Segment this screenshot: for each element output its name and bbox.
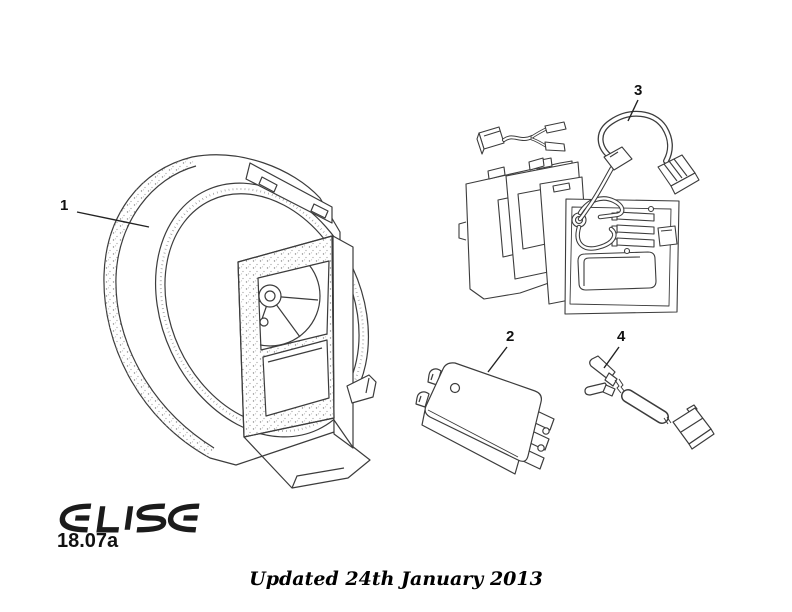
control-module-illustration	[415, 362, 555, 475]
callout-label-1: 1	[60, 197, 69, 214]
elise-logo	[59, 503, 200, 533]
heater-control-assembly-illustration	[458, 110, 700, 315]
section-code: 18.07a	[57, 530, 119, 552]
callout-label-3: 3	[634, 82, 643, 99]
callout-label-2: 2	[506, 328, 515, 345]
callout-label-4: 4	[617, 328, 626, 345]
blower-assembly-illustration	[103, 154, 377, 489]
callout-leader-lines	[76, 99, 639, 373]
updated-date: Updated 24th January 2013	[249, 568, 543, 590]
wiring-harness-illustration	[584, 355, 715, 450]
